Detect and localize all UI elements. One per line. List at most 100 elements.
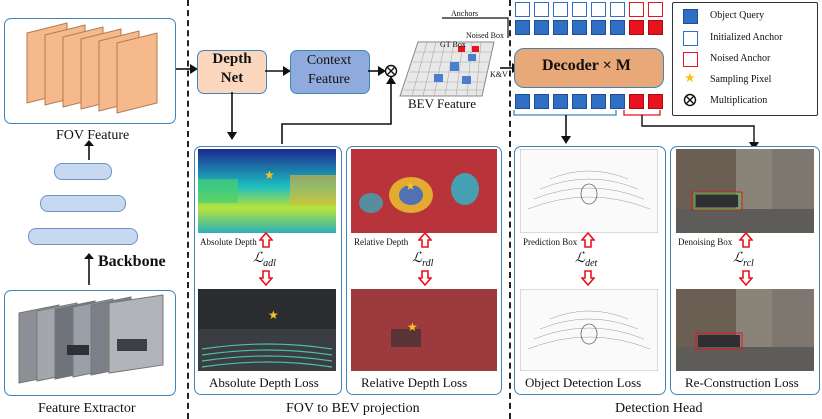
section-detection-head: Detection Head [615, 401, 703, 416]
top-anchors-square [648, 2, 663, 17]
red-arrow-down-adl [259, 270, 273, 286]
legend-noised-anchor: Noised Anchor [710, 53, 771, 64]
legend-initialized-anchor-icon [683, 31, 698, 46]
top-anchors-square [591, 2, 606, 17]
top-anchors-square [610, 2, 625, 17]
bottom-anchors-square [515, 94, 530, 109]
depth-net-label: Depth Net [212, 51, 252, 86]
loss-det-symbol: ℒ [575, 251, 586, 266]
red-arrow-up-rdl [418, 232, 432, 248]
gt-street-image [676, 289, 814, 371]
arrow-context-to-mult [368, 66, 386, 76]
gt-box-label: GT Box [440, 40, 466, 49]
bev-feature-label: BEV Feature [408, 96, 476, 111]
top-anchors-square [591, 20, 606, 35]
bottom-anchors-square [553, 94, 568, 109]
separator-left [187, 0, 189, 419]
relative-depth-label: Relative Depth [354, 237, 409, 247]
loss-adl-subscript: adl [263, 257, 276, 269]
fov-feature-label: FOV Feature [56, 128, 130, 143]
loss-adl-symbol: ℒ [253, 251, 264, 266]
decoder-box [514, 48, 664, 88]
red-arrow-down-rdl [418, 270, 432, 286]
input-images-stack [18, 294, 164, 384]
arrow-anchors [442, 17, 509, 38]
relative-depth-map [351, 149, 497, 233]
loss-rcl-symbol: ℒ [733, 251, 744, 266]
bottom-anchors-square [629, 94, 644, 109]
input-images-box [4, 290, 176, 396]
top-anchors-square [629, 20, 644, 35]
anchors-label: Anchors [451, 9, 479, 18]
loss-det-subscript: det [585, 257, 598, 269]
arrow-depthnet-down [227, 92, 237, 140]
backbone-layer-3 [28, 228, 138, 245]
separator-right [509, 0, 511, 419]
red-arrow-down-rcl [739, 270, 753, 286]
legend-object-query: Object Query [710, 10, 765, 21]
bottom-anchors-square [610, 94, 625, 109]
fov-feature-stack [26, 22, 158, 114]
top-anchors-square [515, 20, 530, 35]
loss-rdl: ℒrdl [412, 250, 433, 269]
sampling-pixel-icon-4: ★ [407, 320, 418, 334]
relative-depth-loss-title: Relative Depth Loss [361, 375, 468, 390]
sampling-pixel-icon-3: ★ [268, 308, 279, 322]
backbone-layer-1 [54, 163, 112, 180]
gt-point-cloud [520, 289, 658, 371]
bottom-anchors-square [572, 94, 587, 109]
top-anchors-square [515, 2, 530, 17]
decoder-label: Decoder × M [542, 57, 631, 74]
prediction-point-cloud [520, 149, 658, 233]
arrow-depth-to-context [265, 66, 291, 76]
relative-depth-gt-image [351, 289, 497, 371]
anchor-brackets [513, 110, 668, 144]
arrow-up-fov [84, 140, 94, 160]
top-anchors-square [553, 20, 568, 35]
top-anchor-row [515, 2, 665, 36]
legend-sampling-pixel-icon: ★ [684, 70, 696, 85]
top-anchors-square [572, 20, 587, 35]
depth-net-box [197, 50, 267, 94]
denoising-box-label: Denoising Box [678, 237, 733, 247]
red-arrow-down-det [581, 270, 595, 286]
sampling-pixel-icon-1: ★ [264, 168, 275, 182]
top-anchors-square [534, 20, 549, 35]
top-anchors-square [629, 2, 644, 17]
absolute-depth-loss-title: Absolute Depth Loss [209, 375, 319, 390]
section-feature-extractor: Feature Extractor [38, 401, 136, 416]
legend-initialized-anchor: Initialized Anchor [710, 32, 783, 43]
top-anchors-square [553, 2, 568, 17]
context-feature-box [290, 50, 370, 94]
arrow-fov-to-depthnet [176, 64, 198, 74]
object-detection-loss-title: Object Detection Loss [525, 375, 642, 390]
legend-object-query-icon [683, 9, 698, 24]
bottom-anchors-square [591, 94, 606, 109]
legend-multiplication-icon [683, 93, 697, 107]
bottom-anchors-square [534, 94, 549, 109]
noised-box-label: Noised Box [466, 31, 504, 40]
sampling-pixel-icon-2: ★ [405, 179, 416, 193]
top-anchors-square [572, 2, 587, 17]
kv-label: K&V [490, 70, 508, 79]
fov-feature-box [4, 18, 176, 124]
bottom-anchor-row [515, 86, 665, 116]
loss-rdl-symbol: ℒ [412, 251, 423, 266]
backbone-label: Backbone [98, 253, 166, 270]
absolute-depth-label: Absolute Depth [200, 237, 257, 247]
red-arrow-up-adl [259, 232, 273, 248]
top-anchors-square [534, 2, 549, 17]
connector-depth-to-mult [281, 76, 396, 144]
red-arrow-up-rcl [739, 232, 753, 248]
loss-adl: ℒadl [253, 250, 276, 269]
top-anchors-square [648, 20, 663, 35]
denoising-street-image [676, 149, 814, 233]
section-fov-to-bev: FOV to BEV projection [286, 401, 420, 416]
legend-sampling-pixel: Sampling Pixel [710, 74, 772, 85]
loss-rdl-subscript: rdl [422, 257, 434, 269]
bottom-anchors-square [648, 94, 663, 109]
prediction-box-label: Prediction Box [523, 237, 578, 247]
loss-rcl-subscript: rcl [743, 257, 754, 269]
bev-feature-grid [399, 41, 495, 97]
absolute-depth-gt-image [198, 289, 336, 371]
